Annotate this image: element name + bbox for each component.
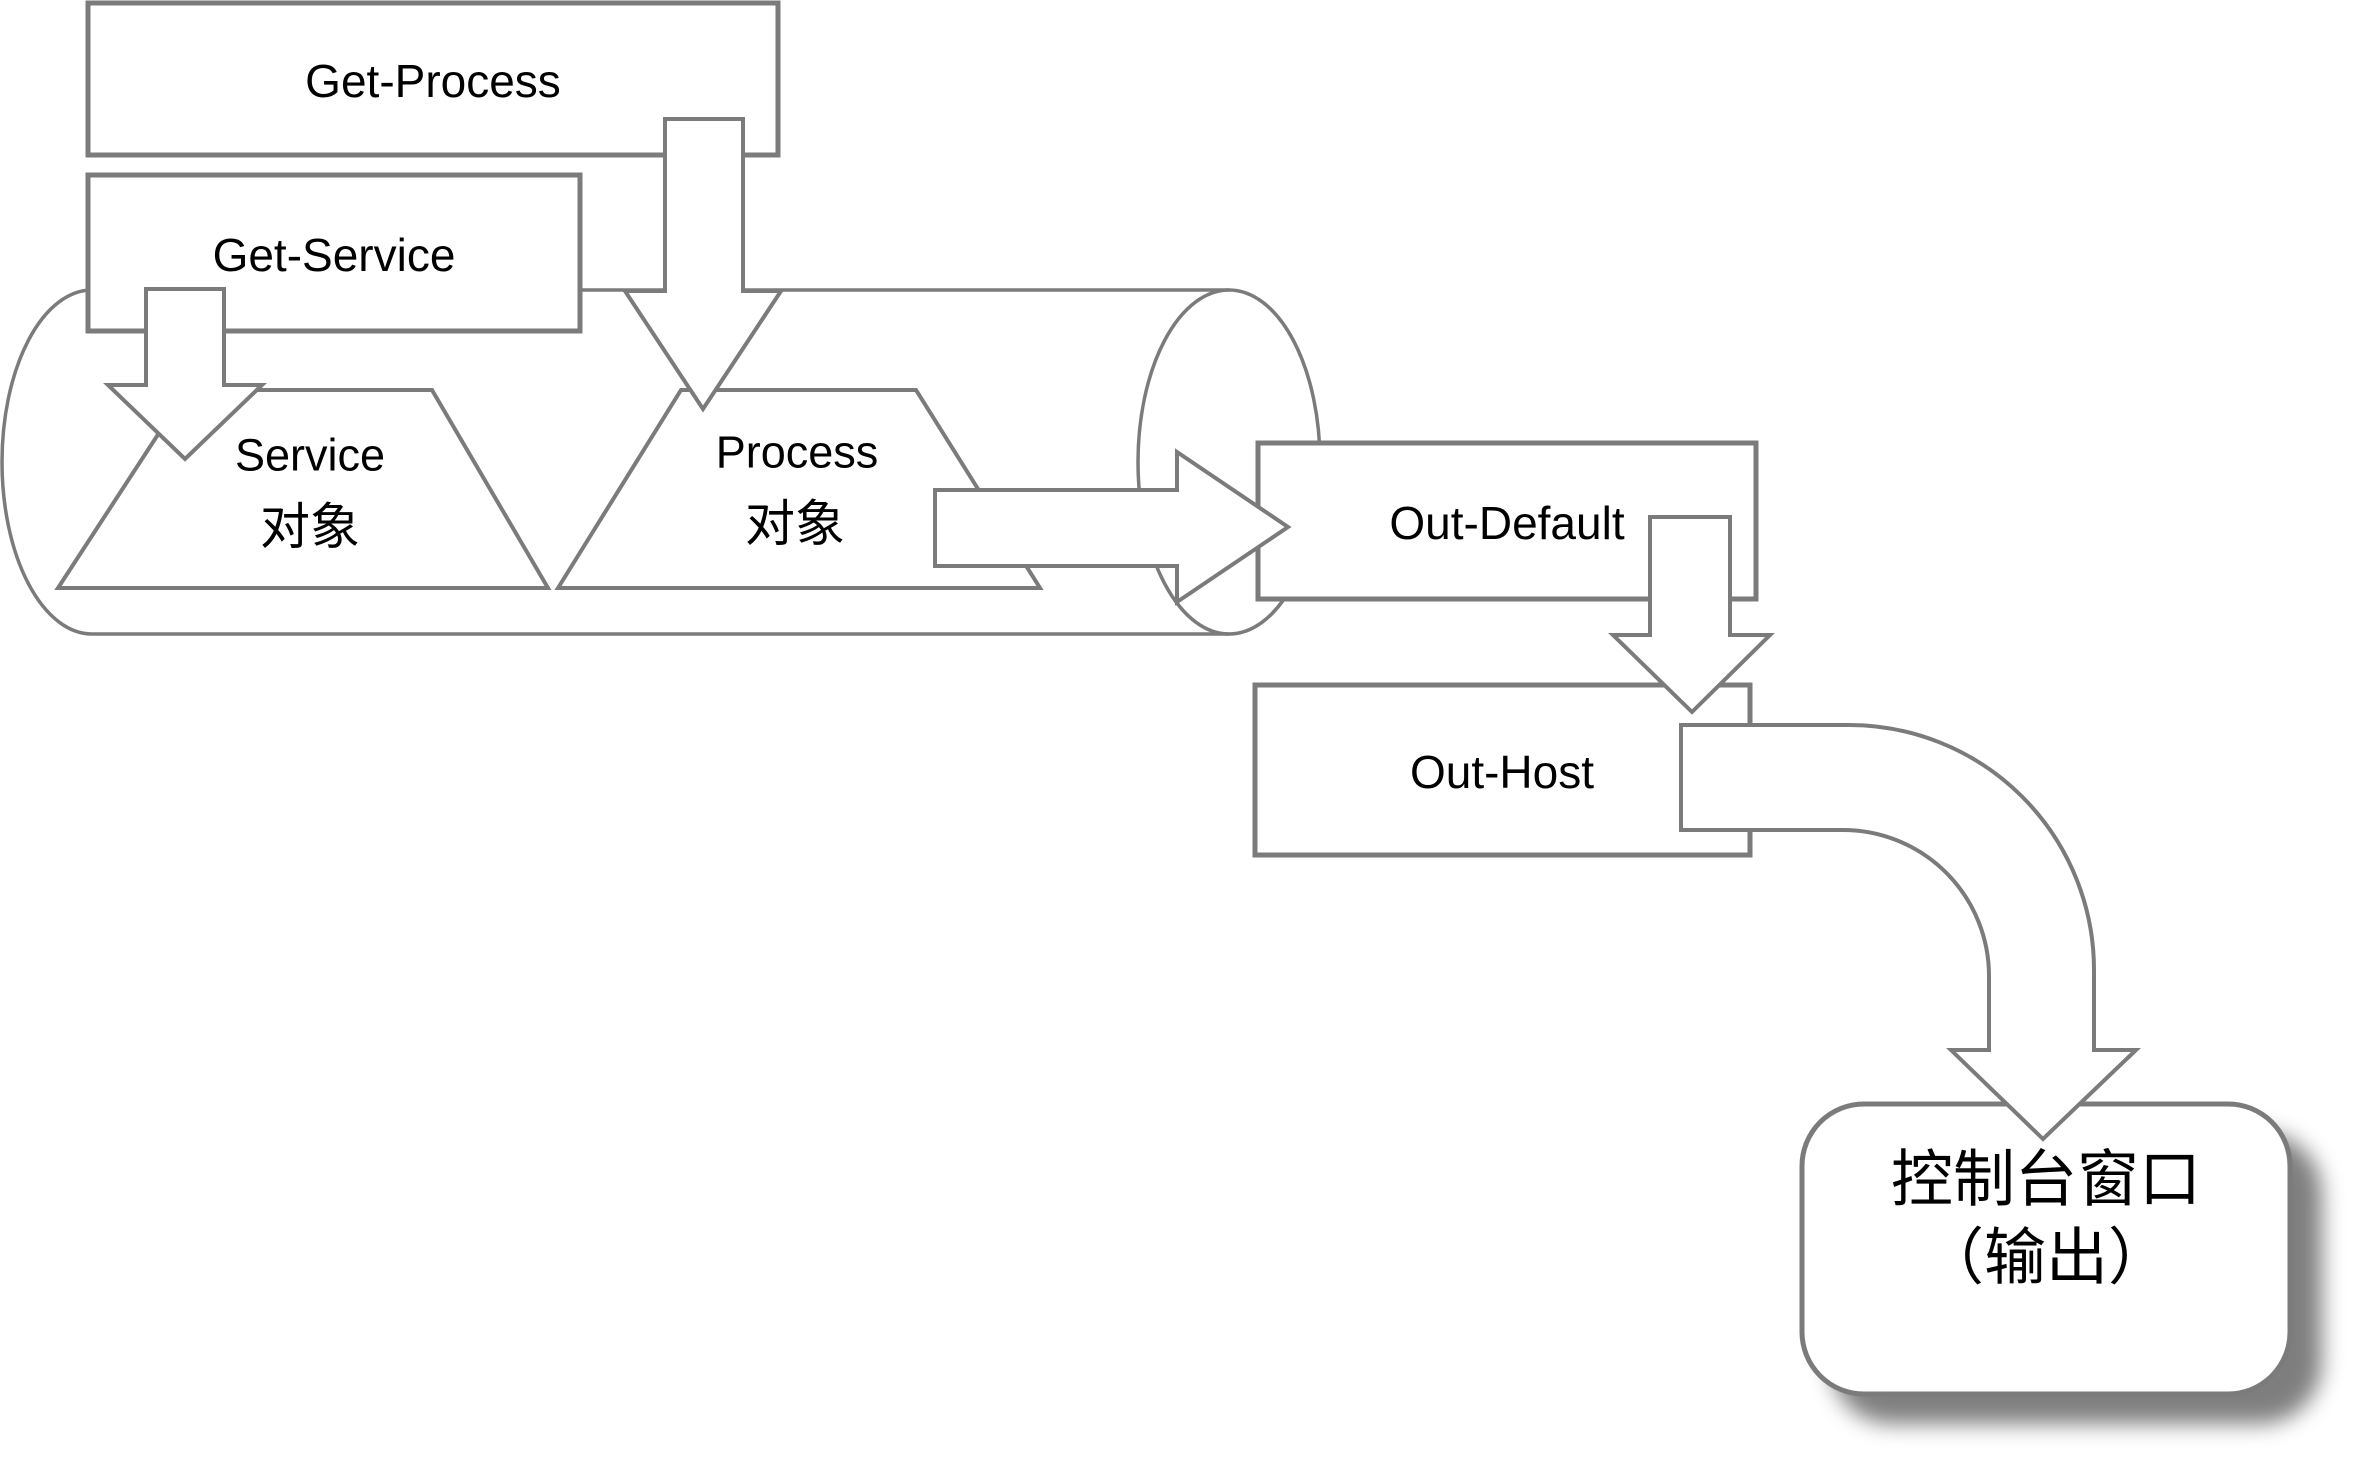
out-host-label: Out-Host: [1410, 746, 1594, 798]
arrow-get-service-to-pipeline-icon: [103, 287, 267, 462]
get-process-label: Get-Process: [305, 55, 561, 107]
get-process-node: Get-Process: [85, 0, 781, 158]
console-window-node: 控制台窗口 （输出）: [1799, 1101, 2322, 1424]
arrow-pipeline-to-out-default-icon: [933, 448, 1292, 606]
out-host-box: [1252, 682, 1753, 858]
out-default-label: Out-Default: [1389, 497, 1624, 549]
service-object-sublabel: 对象: [260, 499, 360, 555]
get-service-label: Get-Service: [213, 229, 456, 281]
console-window-sublabel: （输出）: [1922, 1224, 2170, 1293]
arrow-get-process-to-pipeline-icon: [621, 117, 785, 413]
process-object-shape: Process 对象: [554, 388, 1044, 590]
out-host-node: Out-Host: [1252, 682, 1753, 858]
process-object-sublabel: 对象: [745, 496, 845, 552]
pipeline-cylinder-left-cap: [0, 288, 93, 636]
console-window-label: 控制台窗口: [1891, 1146, 2201, 1215]
process-object-chevron: [554, 388, 1044, 590]
service-object-label: Service: [235, 430, 385, 481]
get-process-box: [85, 0, 781, 158]
arrow-out-default-to-out-host-icon: [1608, 515, 1775, 715]
process-object-label: Process: [716, 427, 879, 478]
arrow-out-host-to-console-icon: [1679, 723, 2141, 1142]
